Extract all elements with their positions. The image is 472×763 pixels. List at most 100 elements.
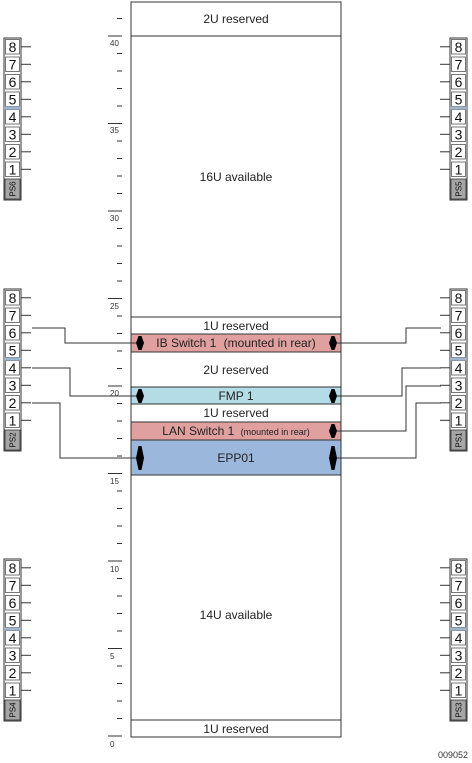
scale-label-30: 30 (110, 214, 119, 223)
slot-fmp-1: FMP 1 (130, 386, 342, 405)
scale-label-15: 15 (110, 477, 119, 486)
pdu-port (5, 412, 20, 428)
slot-label: EPP01 (217, 451, 255, 465)
pdu-port (451, 665, 466, 681)
pdu-port-label: 1 (9, 412, 17, 428)
pdu-port-label: 4 (455, 109, 463, 125)
pdu-port (5, 577, 20, 593)
pdu-port-label: 8 (9, 39, 17, 55)
scale-label-10: 10 (110, 565, 119, 574)
slot-label: 1U reserved (203, 722, 268, 736)
pdu-port-label: 5 (9, 91, 17, 107)
slot-epp01: EPP01 (130, 439, 342, 476)
pdu-port-label: 6 (455, 74, 463, 90)
svg-text:LAN Switch 1 (mounted in: LAN Switch 1 (mounted in rear) (162, 424, 309, 438)
slot-available-16u: 16U available (130, 35, 342, 318)
pdu-port (451, 325, 466, 341)
pdu-port-label: 3 (455, 126, 463, 142)
slot-label: LAN Switch 1 (162, 424, 234, 438)
pdu-port-label: 3 (9, 126, 17, 142)
pdu-label: PS2 (9, 432, 18, 448)
scale-label-40: 40 (110, 39, 119, 48)
slot-label: 14U available (200, 608, 273, 622)
pdu-port (5, 377, 20, 393)
cable-ps1-6-ib-switch (332, 327, 441, 344)
pdu-label: PS6 (9, 181, 18, 197)
scale-label-20: 20 (110, 389, 119, 398)
pdu-port-label: 2 (9, 665, 17, 681)
pdu-port (451, 39, 466, 55)
slot-label: 2U reserved (203, 363, 268, 377)
scale-label-0: 0 (110, 740, 115, 749)
scale-label-5: 5 (110, 652, 115, 661)
pdu-port-label: 4 (9, 360, 17, 376)
pdu-port-label: 7 (9, 56, 17, 72)
figure-id: 009052 (438, 750, 468, 760)
pdu-port (5, 39, 20, 55)
pdu-label-box (450, 429, 467, 451)
pdu-port-label: 3 (9, 647, 17, 663)
slot-label: FMP 1 (218, 389, 253, 403)
cable-ps2-6-ib-switch (32, 327, 140, 344)
pdu-port (5, 56, 20, 72)
pdu-port (451, 161, 466, 177)
connector-epp01-left (136, 446, 144, 470)
pdu-label-box (450, 178, 467, 200)
power-cables (32, 327, 441, 459)
svg-text:IB Switch 1 (mounted in: IB Switch 1 (mounted in rear) (156, 336, 315, 350)
pdu-group-divider (450, 357, 467, 361)
connector-fmp-left (136, 389, 144, 403)
connectors (136, 336, 337, 470)
pdu-port (5, 395, 20, 411)
pdu-port (451, 126, 466, 142)
pdu-port (5, 290, 20, 306)
cable-ps2-2-epp01 (32, 402, 140, 459)
pdu-port-label: 2 (455, 144, 463, 160)
slot-ib-switch-1: IB Switch 1 (mounted in rear) (130, 333, 342, 353)
scale-label-25: 25 (110, 302, 119, 311)
pdu-port-label: 8 (455, 39, 463, 55)
slot-reserved-2u: 2U reserved (130, 351, 342, 388)
pdu-group-divider (450, 106, 467, 110)
slot-sublabel: (mounted in rear) (224, 336, 316, 350)
connector-epp01-right (329, 446, 337, 470)
scale-label-35: 35 (110, 126, 119, 135)
pdu-port-label: 5 (455, 91, 463, 107)
pdu-port (451, 577, 466, 593)
pdu-port-label: 8 (455, 560, 463, 576)
pdu-port (451, 74, 466, 90)
pdu-port-label: 2 (9, 144, 17, 160)
pdu-group-divider (450, 627, 467, 631)
pdu-port (5, 665, 20, 681)
pdu-port (451, 412, 466, 428)
slot-label: 1U reserved (203, 406, 268, 420)
pdu-label-box (450, 699, 467, 721)
pdu-port-label: 5 (9, 342, 17, 358)
pdu-port-label: 7 (9, 577, 17, 593)
pdu-port (5, 126, 20, 142)
slot-label: IB Switch 1 (156, 336, 216, 350)
pdu-port-label: 3 (9, 377, 17, 393)
pdu-group-divider (4, 106, 21, 110)
slot-label: 2U reserved (203, 12, 268, 26)
connector-ib-right (329, 336, 337, 350)
pdu-port-label: 5 (455, 342, 463, 358)
pdu-label-box (4, 178, 21, 200)
pdu-label: PS3 (455, 702, 464, 718)
pdu-port (451, 647, 466, 663)
pdu-port-label: 1 (455, 412, 463, 428)
cable-ps1-4-fmp (332, 367, 441, 397)
connector-ib-left (136, 336, 144, 350)
pdu-port-label: 5 (9, 612, 17, 628)
pdu-port (5, 74, 20, 90)
slot-available-14u: 14U available (130, 474, 342, 721)
pdu-port (5, 325, 20, 341)
pdu-port (451, 307, 466, 323)
connector-fmp-right (329, 389, 337, 403)
